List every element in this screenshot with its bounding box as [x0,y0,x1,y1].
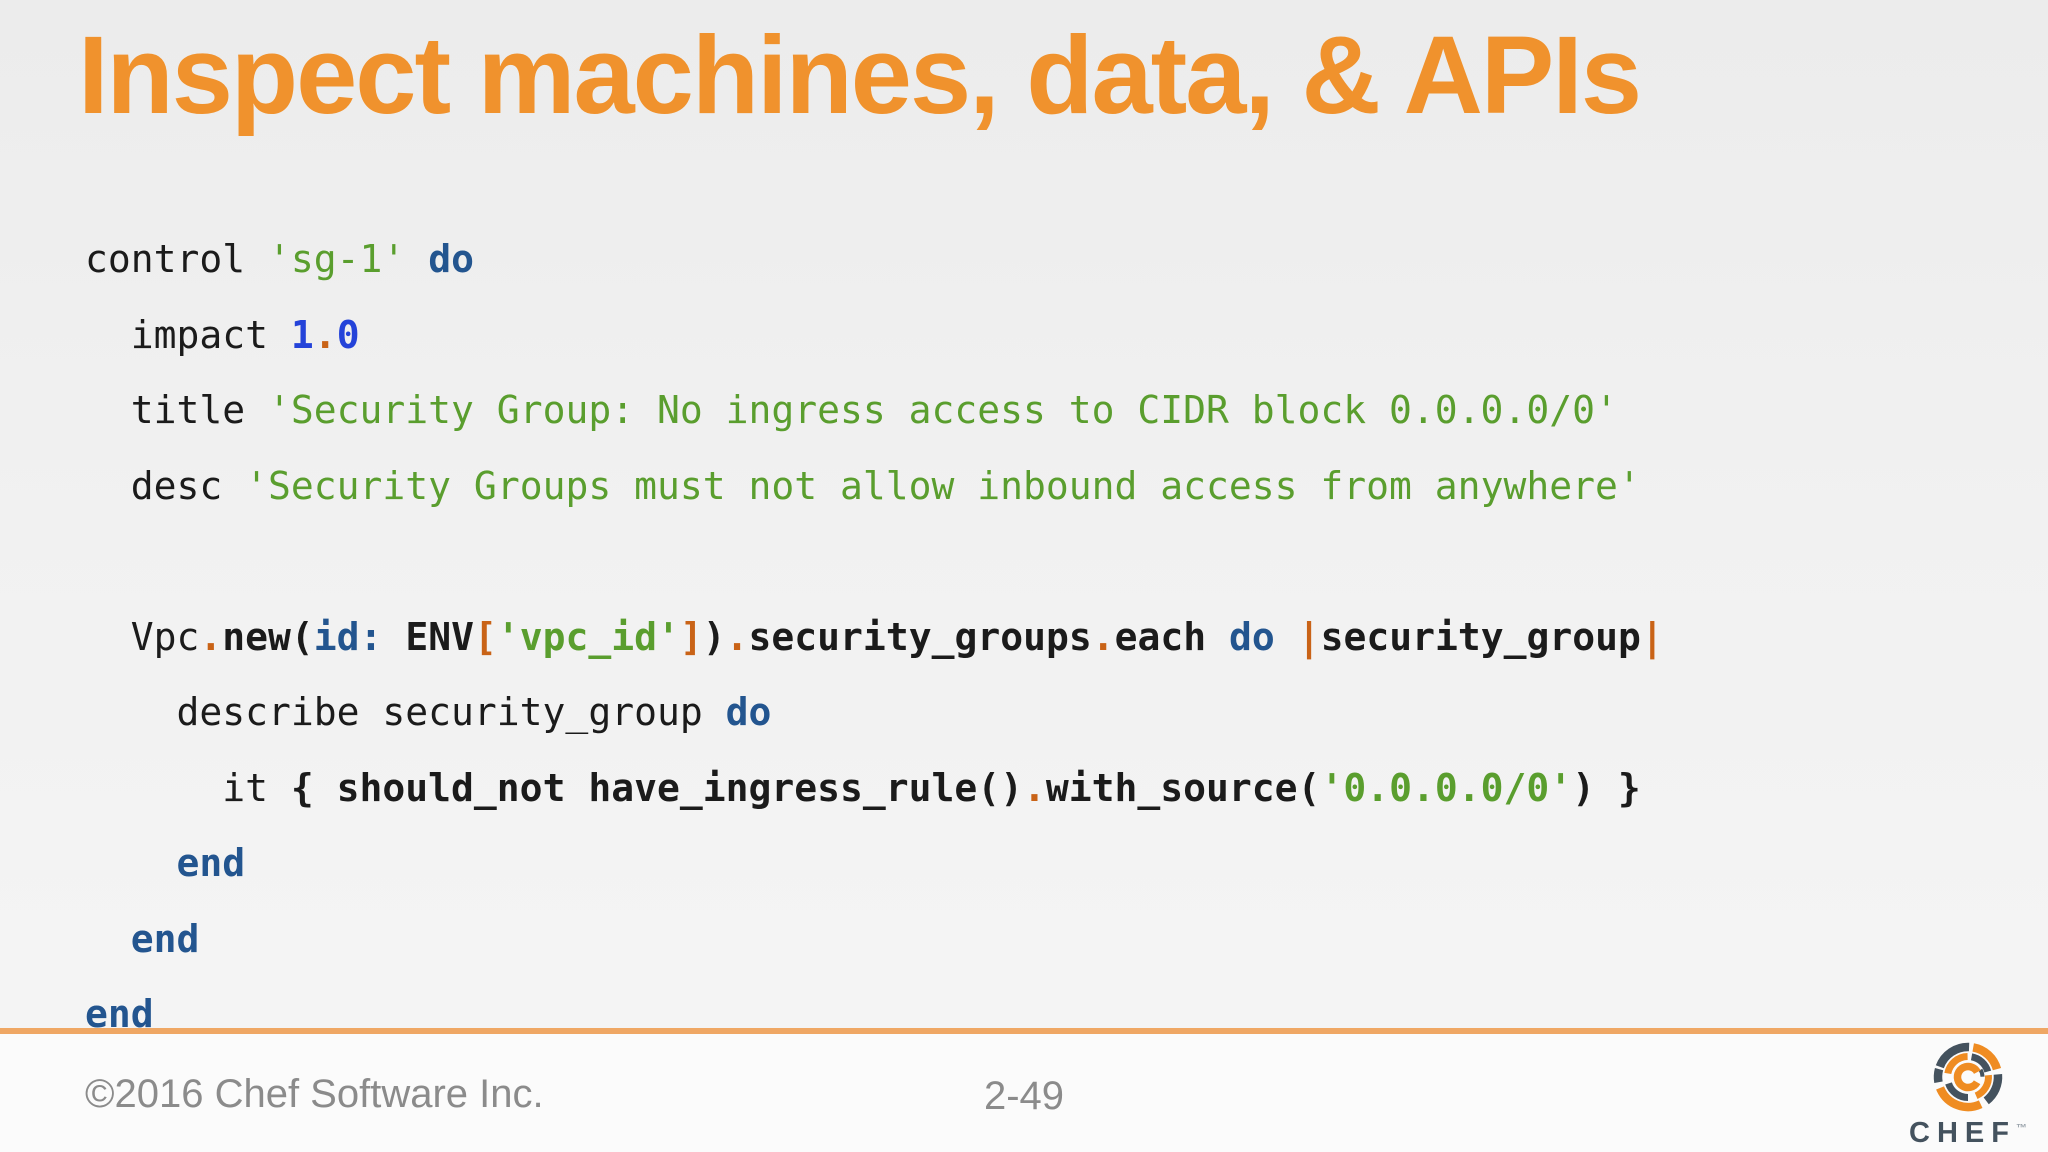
code-token: end [176,841,246,885]
code-line: describe security_group do [85,675,1664,751]
code-line: title 'Security Group: No ingress access… [85,373,1664,449]
code-line: end [85,902,1664,978]
code-token: with_source( [1045,765,1321,810]
code-token: ENV [382,614,474,659]
code-line: desc 'Security Groups must not allow inb… [85,449,1664,525]
code-token: control [85,237,269,281]
code-token [85,841,177,885]
code-token: new( [222,614,314,659]
separator-line [0,1028,2048,1034]
chef-brand-text: CHEF [1909,1117,2016,1149]
code-token: ) } [1572,765,1641,810]
code-token [1206,615,1229,659]
code-token: 0 [336,312,360,357]
slide-title: Inspect machines, data, & APIs [78,14,1642,137]
code-token: it [85,765,291,810]
chef-wordmark: CHEF™ [1902,1117,2034,1150]
code-token: security_group [1320,614,1641,659]
code-token: . [313,312,337,357]
code-token: title [85,388,269,432]
code-token: describe security_group [85,690,726,734]
code-token: 'Security Group: No ingress access to CI… [268,388,1618,432]
code-token: each [1114,614,1207,659]
footer-band [0,1034,2048,1152]
code-token: do [428,237,474,281]
code-token: . [725,614,749,659]
code-token: do [725,690,772,734]
code-token [1275,615,1298,659]
chef-logo: CHEF™ [1902,1038,2034,1150]
code-token [85,917,131,961]
code-token: | [1640,614,1664,659]
code-token: desc [85,463,246,508]
code-token: . [1023,765,1046,810]
code-token: { should_not have_ingress_rule() [290,765,1023,810]
code-token: id: [313,614,383,659]
code-token: 'sg-1' [268,237,406,281]
footer-copyright: ©2016 Chef Software Inc. [85,1072,544,1116]
code-line [85,524,1664,600]
code-token: ] [679,614,703,659]
code-line: Vpc.new(id: ENV['vpc_id']).security_grou… [85,600,1664,676]
code-token: security_groups [748,614,1092,659]
page-number: 2-49 [983,1074,1065,1118]
code-token: 'Security Groups must not allow inbound … [245,463,1641,508]
code-token: . [1091,614,1115,659]
code-line: end [85,826,1664,902]
code-token: 'vpc_id' [496,614,680,659]
code-token: do [1229,614,1275,659]
code-token: 1 [290,312,314,357]
code-block: control 'sg-1' do impact 1.0 title 'Secu… [85,222,1664,1053]
chef-logo-mark-icon [1933,1042,2003,1112]
code-token: impact [85,312,291,357]
code-token: | [1297,614,1321,659]
trademark-symbol: ™ [2015,1122,2027,1135]
code-token: end [130,916,200,961]
code-token: '0.0.0.0/0' [1320,765,1573,810]
code-line: impact 1.0 [85,298,1664,374]
code-token: Vpc [85,614,200,659]
code-line: it { should_not have_ingress_rule().with… [85,751,1664,827]
code-line: control 'sg-1' do [85,222,1664,298]
code-token: . [199,614,223,659]
code-token [405,237,428,281]
code-token: [ [473,614,497,659]
code-token: ) [702,614,726,659]
